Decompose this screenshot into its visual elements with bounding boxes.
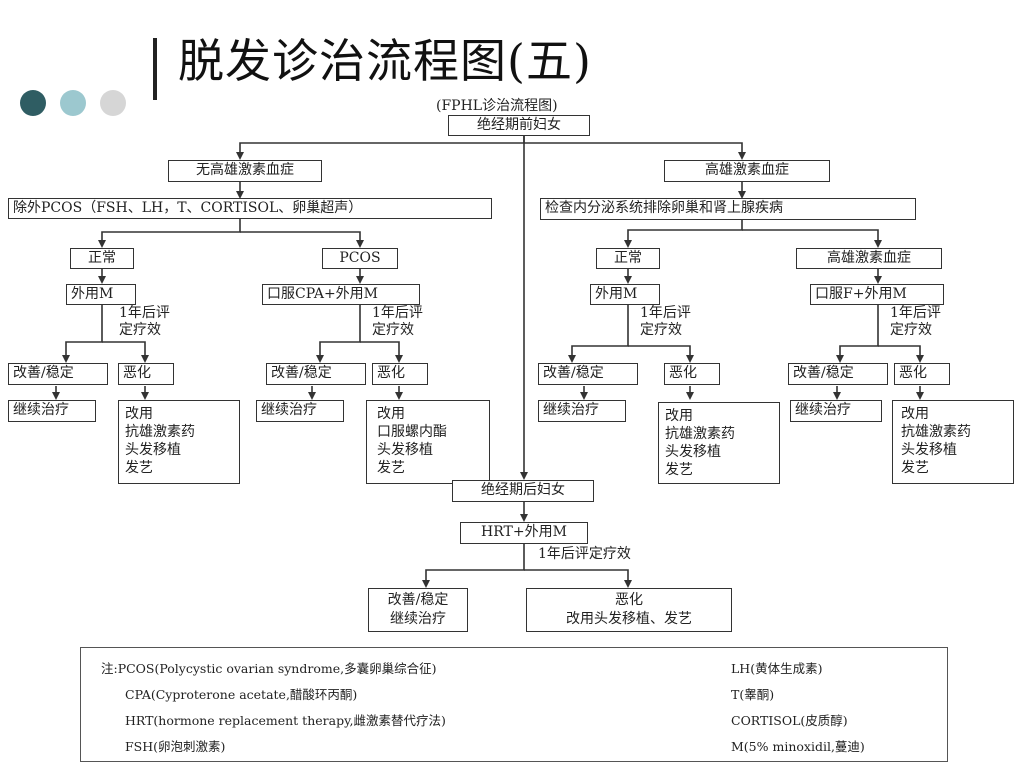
dot-gray bbox=[100, 90, 126, 116]
connector bbox=[240, 231, 364, 248]
connector bbox=[98, 218, 241, 248]
post-worse-line: 恶化 bbox=[615, 592, 643, 608]
alt-line: 头发移植 bbox=[665, 444, 721, 460]
post-eval: 1年后评定疗效 bbox=[538, 546, 631, 562]
right-normal-label: 正常 bbox=[596, 248, 660, 269]
connector bbox=[316, 304, 361, 363]
left-normal-treat: 外用M bbox=[66, 284, 136, 305]
alt-line: 抗雄激素药 bbox=[665, 426, 735, 442]
alt-line: 发艺 bbox=[901, 460, 929, 476]
notes-box: 注:PCOS(Polycystic ovarian syndrome,多囊卵巢综… bbox=[80, 647, 948, 762]
note-left-4: FSH(卵泡刺激素) bbox=[125, 739, 226, 754]
dot-teal bbox=[60, 90, 86, 116]
note-right-3: CORTISOL(皮质醇) bbox=[731, 713, 848, 728]
connector bbox=[628, 345, 694, 363]
right-hyper-improve: 改善/稳定 bbox=[788, 363, 888, 385]
left-pcos-worse: 恶化 bbox=[372, 363, 428, 385]
connector bbox=[568, 304, 629, 363]
left-pcos-alt: 改用 口服螺内酯 头发移植 发艺 bbox=[366, 400, 490, 484]
alt-line: 改用 bbox=[377, 406, 405, 422]
right-hyper-eval-2: 定疗效 bbox=[890, 322, 932, 338]
right-normal-improve: 改善/稳定 bbox=[538, 363, 638, 385]
alt-line: 发艺 bbox=[377, 460, 405, 476]
connector bbox=[360, 341, 403, 363]
alt-line: 头发移植 bbox=[125, 442, 181, 458]
right-exclude: 检查内分泌系统排除卵巢和肾上腺疾病 bbox=[540, 198, 916, 220]
right-normal-continue: 继续治疗 bbox=[538, 400, 626, 422]
connector bbox=[524, 142, 746, 160]
left-normal-eval-2: 定疗效 bbox=[119, 322, 161, 338]
connector bbox=[524, 569, 632, 588]
post-improve-line: 继续治疗 bbox=[390, 611, 446, 627]
root-postmenopause: 绝经期后妇女 bbox=[452, 480, 594, 502]
note-left-3: HRT(hormone replacement therapy,雌激素替代疗法) bbox=[125, 713, 446, 728]
post-treat: HRT+外用M bbox=[460, 522, 588, 544]
right-hyper-worse: 恶化 bbox=[894, 363, 950, 385]
page-title: 脱发诊治流程图(五) bbox=[178, 34, 592, 88]
title-divider bbox=[153, 38, 157, 100]
dot-dark bbox=[20, 90, 46, 116]
note-left-2: CPA(Cyproterone acetate,醋酸环丙酮) bbox=[125, 687, 358, 702]
connector bbox=[422, 544, 525, 588]
alt-line: 口服螺内酯 bbox=[377, 424, 447, 440]
connector bbox=[878, 345, 924, 363]
alt-line: 改用 bbox=[125, 406, 153, 422]
left-pcos-improve: 改善/稳定 bbox=[266, 363, 366, 385]
left-normal-label: 正常 bbox=[70, 248, 134, 269]
right-hyper-eval-1: 1年后评 bbox=[890, 305, 941, 321]
alt-line: 发艺 bbox=[665, 462, 693, 478]
left-normal-eval-1: 1年后评 bbox=[119, 305, 170, 321]
left-pcos-continue: 继续治疗 bbox=[256, 400, 344, 422]
note-right-2: T(睾酮) bbox=[731, 687, 775, 702]
note-right-4: M(5% minoxidil,蔓迪) bbox=[731, 739, 865, 754]
note-right-1: LH(黄体生成素) bbox=[731, 661, 823, 676]
post-improve-line: 改善/稳定 bbox=[387, 592, 449, 608]
decorative-dots bbox=[20, 90, 140, 116]
alt-line: 改用 bbox=[665, 408, 693, 424]
left-normal-alt: 改用 抗雄激素药 头发移植 发艺 bbox=[118, 400, 240, 484]
left-normal-worse: 恶化 bbox=[118, 363, 174, 385]
right-normal-eval-1: 1年后评 bbox=[640, 305, 691, 321]
right-normal-treat: 外用M bbox=[590, 284, 660, 305]
alt-line: 抗雄激素药 bbox=[901, 424, 971, 440]
right-hyper-label: 高雄激素血症 bbox=[796, 248, 942, 269]
right-hyper-alt: 改用 抗雄激素药 头发移植 发艺 bbox=[892, 400, 1014, 484]
right-normal-worse: 恶化 bbox=[664, 363, 720, 385]
left-head: 无高雄激素血症 bbox=[168, 160, 322, 182]
alt-line: 改用 bbox=[901, 406, 929, 422]
left-pcos-eval-1: 1年后评 bbox=[372, 305, 423, 321]
connector bbox=[62, 304, 103, 363]
alt-line: 头发移植 bbox=[901, 442, 957, 458]
left-normal-continue: 继续治疗 bbox=[8, 400, 96, 422]
left-pcos-label: PCOS bbox=[322, 248, 398, 269]
flowchart-subtitle: (FPHL诊治流程图) bbox=[436, 98, 558, 114]
alt-line: 发艺 bbox=[125, 460, 153, 476]
root-premenopause: 绝经期前妇女 bbox=[448, 115, 590, 136]
post-worse-line: 改用头发移植、发艺 bbox=[566, 611, 692, 627]
connector bbox=[236, 135, 525, 160]
connector bbox=[624, 219, 743, 248]
right-hyper-continue: 继续治疗 bbox=[790, 400, 882, 422]
right-head: 高雄激素血症 bbox=[664, 160, 830, 182]
alt-line: 头发移植 bbox=[377, 442, 433, 458]
right-normal-eval-2: 定疗效 bbox=[640, 322, 682, 338]
alt-line: 抗雄激素药 bbox=[125, 424, 195, 440]
connector bbox=[836, 304, 879, 363]
left-normal-improve: 改善/稳定 bbox=[8, 363, 108, 385]
right-hyper-treat: 口服F+外用M bbox=[810, 284, 944, 305]
left-pcos-eval-2: 定疗效 bbox=[372, 322, 414, 338]
left-exclude: 除外PCOS（FSH、LH，T、CORTISOL、卵巢超声） bbox=[8, 198, 492, 219]
note-left-1: 注:PCOS(Polycystic ovarian syndrome,多囊卵巢综… bbox=[101, 661, 437, 676]
post-improve: 改善/稳定 继续治疗 bbox=[368, 588, 468, 632]
left-pcos-treat: 口服CPA+外用M bbox=[262, 284, 420, 305]
post-worse: 恶化 改用头发移植、发艺 bbox=[526, 588, 732, 632]
connector bbox=[102, 341, 149, 363]
right-normal-alt: 改用 抗雄激素药 头发移植 发艺 bbox=[658, 402, 780, 484]
connector bbox=[742, 229, 882, 248]
